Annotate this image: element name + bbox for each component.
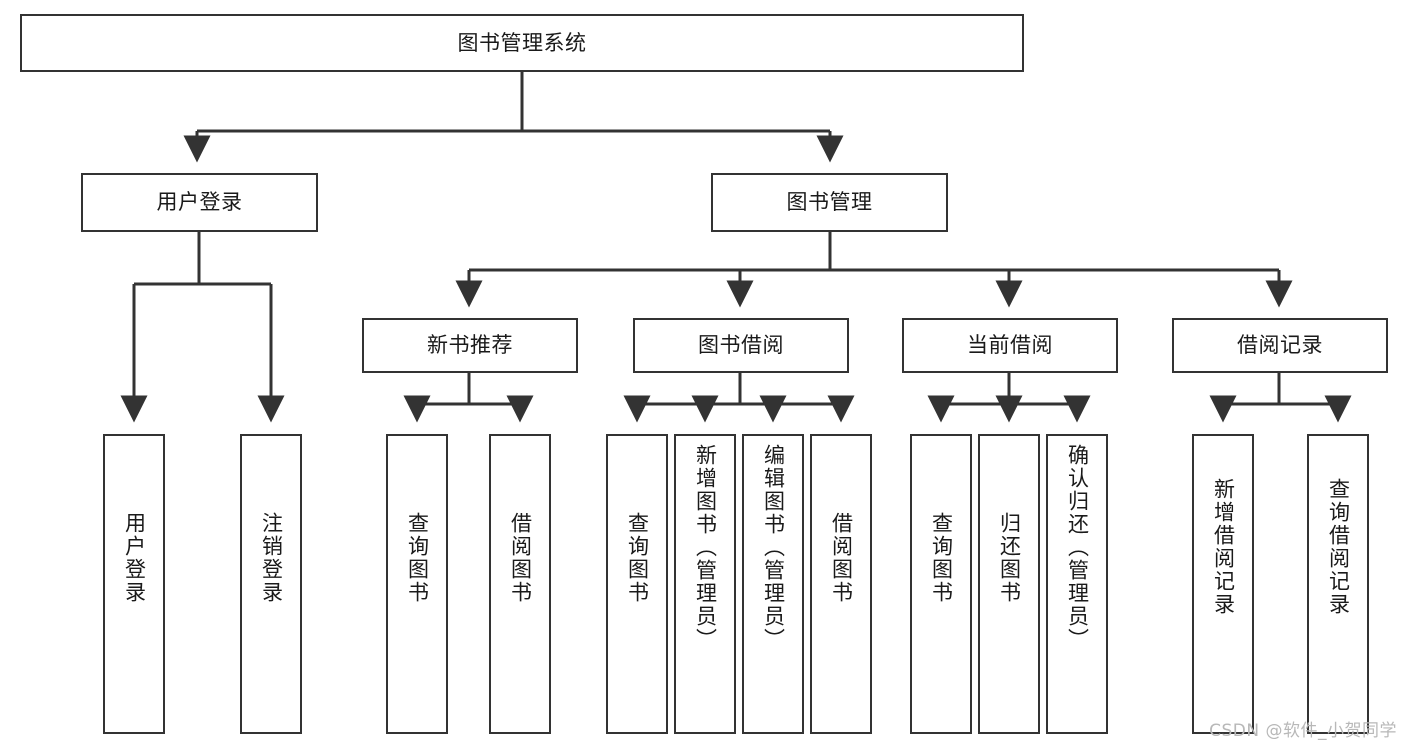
node-current-borrow[interactable]: 当前借阅 — [902, 318, 1118, 373]
leaf-add-record-label: 新增借阅记录 — [1211, 478, 1236, 616]
node-user-login-label: 用户登录 — [156, 190, 243, 215]
node-root[interactable]: 图书管理系统 — [20, 14, 1024, 72]
leaf-query-book-1-label: 查询图书 — [405, 512, 430, 604]
leaf-add-record[interactable]: 新增借阅记录 — [1192, 434, 1254, 734]
leaf-query-book-3-label: 查询图书 — [929, 512, 954, 604]
leaf-edit-book[interactable]: 编辑图书（管理员） — [742, 434, 804, 734]
node-book-manage[interactable]: 图书管理 — [711, 173, 948, 232]
leaf-borrow-book-2[interactable]: 借阅图书 — [810, 434, 872, 734]
leaf-user-login-label: 用户登录 — [122, 512, 147, 604]
leaf-query-book-2[interactable]: 查询图书 — [606, 434, 668, 734]
leaf-query-book-3[interactable]: 查询图书 — [910, 434, 972, 734]
leaf-query-record[interactable]: 查询借阅记录 — [1307, 434, 1369, 734]
node-new-book-recommend-label: 新书推荐 — [427, 333, 513, 358]
leaf-return-book[interactable]: 归还图书 — [978, 434, 1040, 734]
leaf-add-book[interactable]: 新增图书（管理员） — [674, 434, 736, 734]
leaf-confirm-return[interactable]: 确认归还（管理员） — [1046, 434, 1108, 734]
leaf-borrow-book-1[interactable]: 借阅图书 — [489, 434, 551, 734]
leaf-query-book-1[interactable]: 查询图书 — [386, 434, 448, 734]
leaf-borrow-book-1-label: 借阅图书 — [508, 512, 533, 604]
node-book-borrow[interactable]: 图书借阅 — [633, 318, 849, 373]
leaf-logout-login-label: 注销登录 — [259, 512, 284, 604]
node-book-borrow-label: 图书借阅 — [698, 333, 784, 358]
node-borrow-record-label: 借阅记录 — [1237, 333, 1323, 358]
leaf-user-login[interactable]: 用户登录 — [103, 434, 165, 734]
leaf-logout-login[interactable]: 注销登录 — [240, 434, 302, 734]
node-book-manage-label: 图书管理 — [786, 190, 873, 215]
leaf-return-book-label: 归还图书 — [997, 512, 1022, 604]
node-user-login[interactable]: 用户登录 — [81, 173, 318, 232]
leaf-add-book-label: 新增图书（管理员） — [693, 444, 718, 651]
leaf-borrow-book-2-label: 借阅图书 — [829, 512, 854, 604]
node-current-borrow-label: 当前借阅 — [967, 333, 1053, 358]
csdn-watermark: CSDN @软件_小贺同学 — [1209, 721, 1397, 741]
leaf-query-book-2-label: 查询图书 — [625, 512, 650, 604]
node-borrow-record[interactable]: 借阅记录 — [1172, 318, 1388, 373]
leaf-confirm-return-label: 确认归还（管理员） — [1065, 444, 1090, 651]
leaf-query-record-label: 查询借阅记录 — [1326, 478, 1351, 616]
node-root-label: 图书管理系统 — [457, 30, 587, 55]
node-new-book-recommend[interactable]: 新书推荐 — [362, 318, 578, 373]
leaf-edit-book-label: 编辑图书（管理员） — [761, 444, 786, 651]
